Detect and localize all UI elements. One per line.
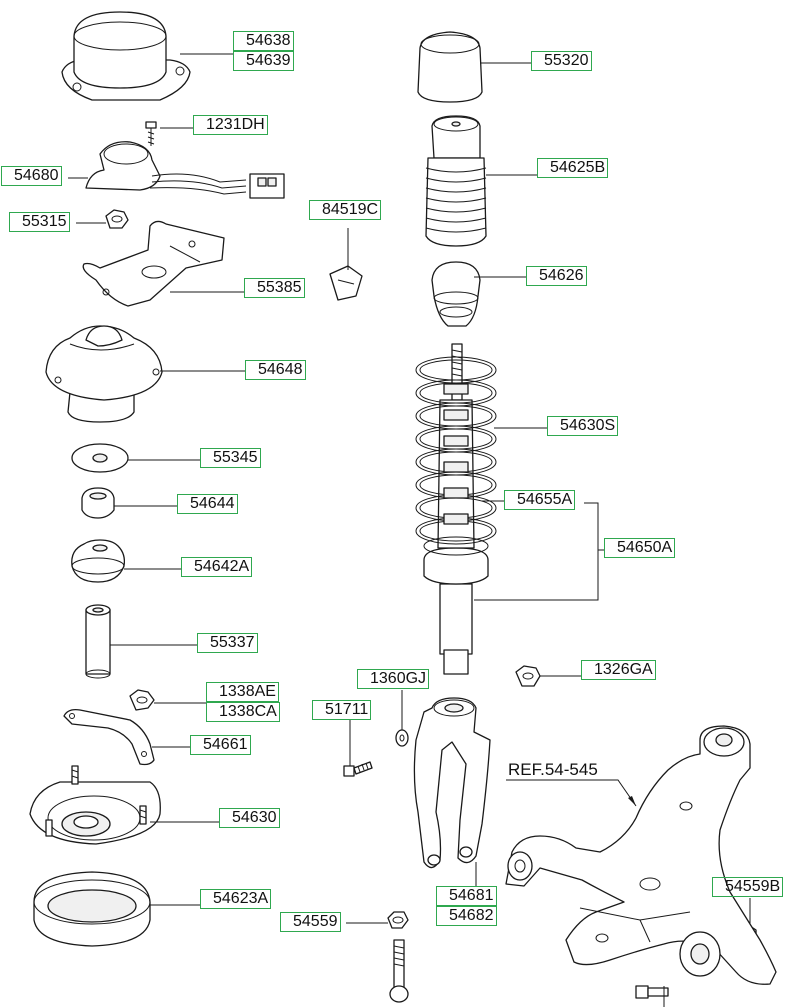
part-label-51711[interactable]: 51711 [312,700,372,720]
mount-insulator-part [45,325,163,423]
part-label-1326GA[interactable]: 1326GA [581,660,656,680]
strut-fork-part [413,697,491,869]
part-label-54630S[interactable]: 54630S [547,416,619,436]
part-label-54642A[interactable]: 54642A [181,557,253,577]
actuator-part [85,141,285,199]
part-label-55345[interactable]: 55345 [200,448,261,468]
part-label-54639[interactable]: 54639 [233,51,294,71]
bushing-part [81,487,115,519]
flange-nut-part [129,689,155,711]
arm-bolt-part [635,985,669,999]
rubber-bushing-part [71,539,126,583]
part-label-54630[interactable]: 54630 [219,808,280,828]
strut-mount-part [29,765,161,845]
hex-nut-part [515,665,541,687]
part-label-1338AE[interactable]: 1338AE [206,682,279,702]
part-label-54648[interactable]: 54648 [245,360,306,380]
part-label-55320[interactable]: 55320 [531,51,592,71]
bracket-part [82,220,225,307]
lower-control-arm-part [505,725,777,985]
part-label-54623A[interactable]: 54623A [200,889,272,909]
small-washer-part [395,729,409,747]
bolt-part [343,761,373,777]
lock-plate-part [63,708,155,766]
part-label-84519C[interactable]: 84519C [309,200,382,220]
part-label-54661[interactable]: 54661 [190,735,251,755]
bump-stopper-part [431,261,481,327]
part-label-54644[interactable]: 54644 [177,494,238,514]
bellows-boot-part [425,115,487,247]
strut-cap-part [61,11,191,101]
part-label-1360GJ[interactable]: 1360GJ [357,669,430,689]
part-label-54682[interactable]: 54682 [436,906,497,926]
part-label-55315[interactable]: 55315 [9,212,70,232]
washer-part [71,443,129,473]
part-label-54681[interactable]: 54681 [436,886,497,906]
nut-part [105,209,129,229]
part-label-55337[interactable]: 55337 [197,633,258,653]
lower-nut-part [387,911,409,929]
leader-lines [68,53,751,1007]
part-label-1231DH[interactable]: 1231DH [193,115,268,135]
part-label-54638[interactable]: 54638 [233,31,294,51]
part-label-54625B[interactable]: 54625B [537,158,609,178]
part-label-54650A[interactable]: 54650A [604,538,676,558]
screw-part [145,121,157,146]
part-label-54680[interactable]: 54680 [1,166,62,186]
coil-spring-strut-part [415,343,497,675]
lower-bolt-part [389,939,409,1003]
part-label-54626[interactable]: 54626 [526,266,587,286]
clip-part [329,265,363,301]
part-label-54559[interactable]: 54559 [280,912,341,932]
part-label-1338CA[interactable]: 1338CA [206,702,280,722]
dust-cap-part [417,31,483,103]
part-label-54655A[interactable]: 54655A [504,490,576,510]
insulator-ring-part [33,871,151,947]
reference-label: REF.54-545 [508,760,598,779]
part-label-55385[interactable]: 55385 [244,278,305,298]
spacer-tube-part [85,604,111,679]
part-label-54559B[interactable]: 54559B [712,877,784,897]
